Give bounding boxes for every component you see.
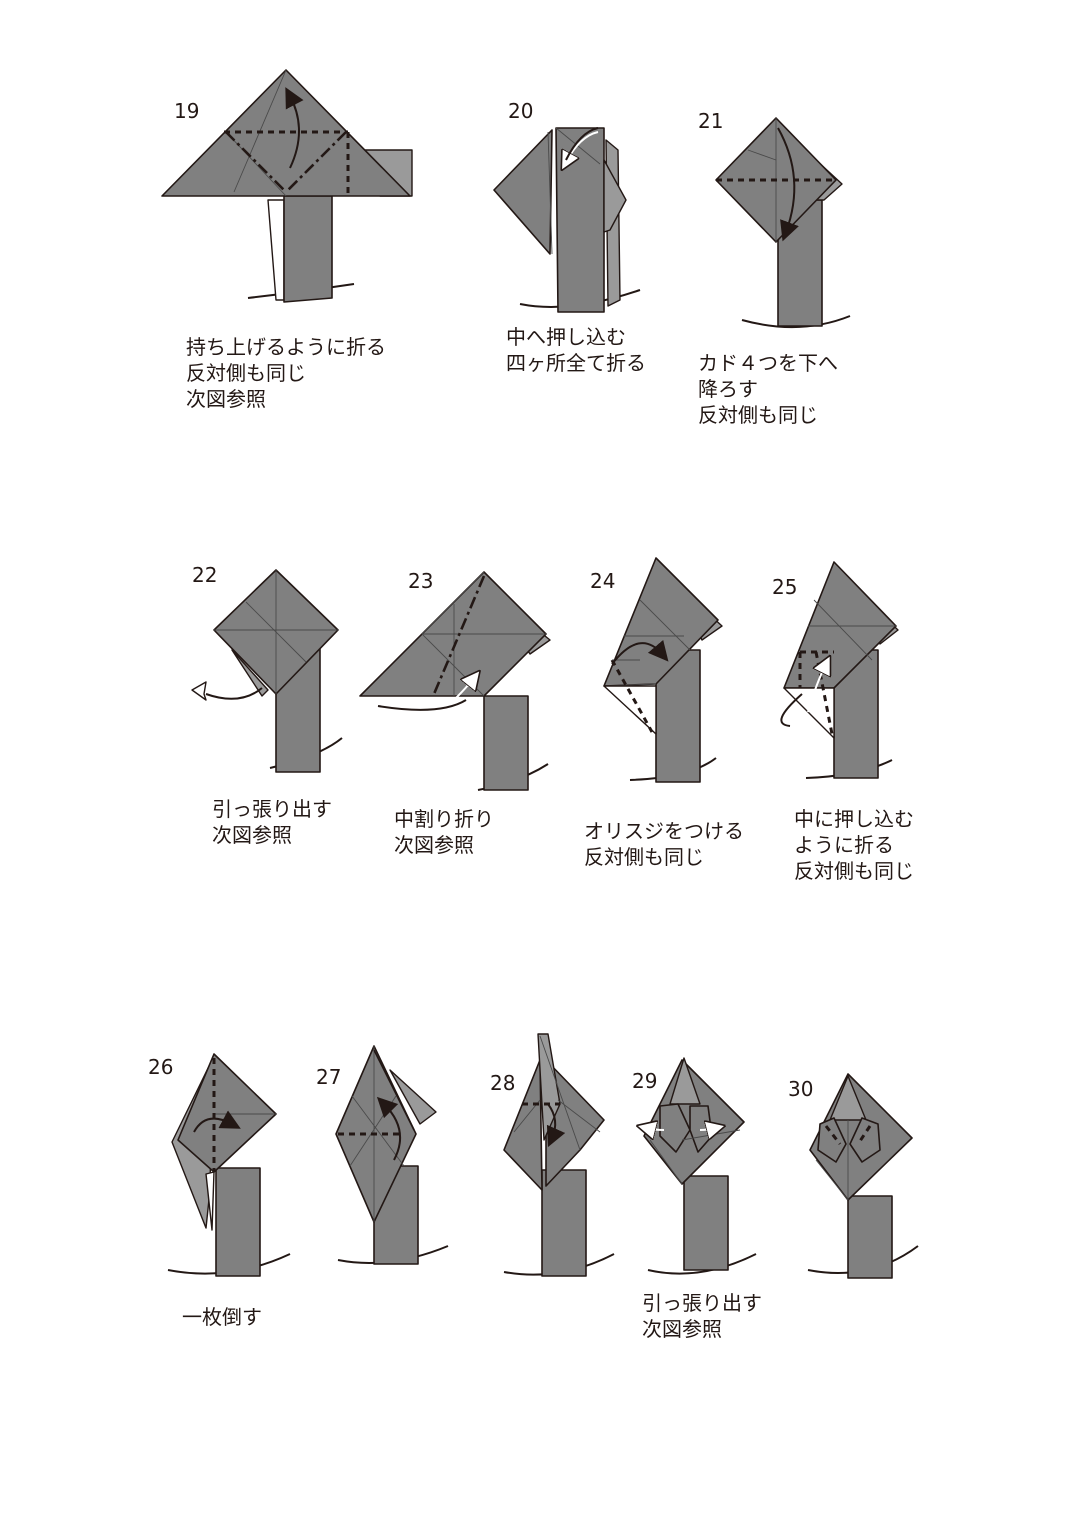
step-22-number: 22 [192, 563, 217, 587]
step-23: 23 中割り折り 次図参照 [359, 569, 551, 857]
step-24-caption-line: 反対側も同じ [584, 845, 704, 869]
step-26-number: 26 [148, 1055, 173, 1079]
step-20-caption-line: 中へ押し込む [506, 325, 626, 349]
step-25: 25 中に押し込む ように折る 反対側も同じ [772, 561, 914, 883]
step-26-caption-line: 一枚倒す [182, 1305, 262, 1329]
step-23-caption-line: 中割り折り [394, 807, 494, 831]
step-21-caption: カド４つを下へ 降ろす 反対側も同じ [698, 351, 838, 427]
step-19-caption-line: 持ち上げるように折る [186, 335, 386, 359]
step-21-number: 21 [698, 109, 723, 133]
step-25-caption-line: 中に押し込む [794, 807, 914, 831]
step-24-caption: オリスジをつける 反対側も同じ [584, 819, 744, 869]
step-28-figure [503, 1033, 615, 1277]
step-24: 24 オリスジをつける 反対側も同じ [584, 557, 744, 869]
step-29-caption: 引っ張り出す 次図参照 [642, 1291, 762, 1341]
step-24-number: 24 [590, 569, 615, 593]
step-20: 20 中へ押し込む 四ヶ所全て折る [493, 99, 646, 375]
step-20-number: 20 [508, 99, 533, 123]
step-30-number: 30 [788, 1077, 813, 1101]
step-29-number: 29 [632, 1069, 657, 1093]
step-22-caption-line: 次図参照 [212, 823, 292, 847]
step-25-figure [780, 561, 899, 779]
step-19-caption: 持ち上げるように折る 反対側も同じ 次図参照 [186, 335, 386, 411]
step-28: 28 [490, 1033, 615, 1277]
step-27: 27 [316, 1045, 449, 1265]
step-23-number: 23 [408, 569, 433, 593]
step-25-caption: 中に押し込む ように折る 反対側も同じ [794, 807, 914, 883]
step-24-caption-line: オリスジをつける [584, 819, 744, 843]
step-21-caption-line: 反対側も同じ [698, 403, 818, 427]
step-27-figure [335, 1045, 449, 1265]
step-28-number: 28 [490, 1071, 515, 1095]
step-22-figure [191, 569, 343, 773]
step-19-caption-line: 次図参照 [186, 387, 266, 411]
step-26-caption: 一枚倒す [182, 1305, 262, 1329]
step-25-caption-line: 反対側も同じ [794, 859, 914, 883]
step-19: 19 持ち上げるように折る 反対側も同じ 次図参照 [161, 69, 413, 411]
step-20-figure [493, 127, 641, 313]
step-26: 26 一枚倒す [148, 1053, 291, 1329]
step-19-number: 19 [174, 99, 199, 123]
step-20-caption: 中へ押し込む 四ヶ所全て折る [506, 325, 646, 375]
step-21-caption-line: カド４つを下へ [698, 351, 838, 375]
step-25-caption-line: ように折る [794, 833, 894, 857]
step-24-figure [603, 557, 723, 783]
step-29: 29 引っ張り出す 次図参照 [632, 1057, 762, 1341]
step-21: 21 カド４つを下へ 降ろす 反対側も同じ [698, 109, 851, 427]
step-21-figure [715, 117, 851, 329]
step-27-number: 27 [316, 1065, 341, 1089]
step-25-number: 25 [772, 575, 797, 599]
step-30: 30 [788, 1073, 919, 1279]
step-23-caption: 中割り折り 次図参照 [394, 807, 494, 857]
step-19-caption-line: 反対側も同じ [186, 361, 306, 385]
step-29-caption-line: 次図参照 [642, 1317, 722, 1341]
step-30-figure [807, 1073, 919, 1279]
step-29-caption-line: 引っ張り出す [642, 1291, 762, 1315]
step-29-figure [644, 1057, 757, 1275]
step-26-figure [167, 1053, 291, 1277]
step-20-caption-line: 四ヶ所全て折る [506, 351, 646, 375]
step-22-caption: 引っ張り出す 次図参照 [212, 797, 332, 847]
step-23-caption-line: 次図参照 [394, 833, 474, 857]
step-19-figure [161, 69, 413, 303]
step-21-caption-line: 降ろす [698, 377, 758, 401]
step-22-caption-line: 引っ張り出す [212, 797, 332, 821]
step-23-figure [359, 571, 551, 791]
step-22: 22 引っ張り出す 次図参照 [191, 563, 343, 847]
